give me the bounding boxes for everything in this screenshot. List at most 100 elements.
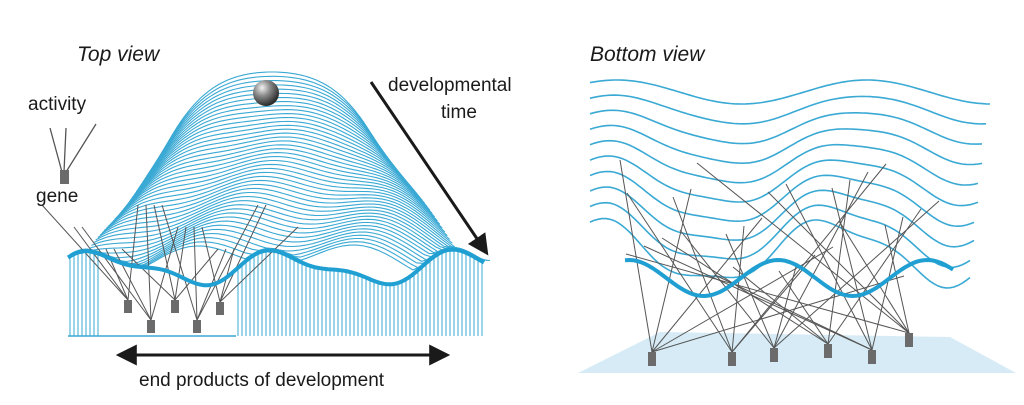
bottom-landscape-contours <box>589 79 991 289</box>
top-contour-line <box>91 204 466 251</box>
top-contour-line <box>159 75 385 158</box>
top-gene-icon <box>171 300 179 313</box>
top-gene-string <box>196 204 259 321</box>
top-gene-string <box>193 226 198 321</box>
top-contour-line <box>140 113 408 186</box>
top-contour-line <box>129 132 421 202</box>
top-contour-line <box>112 163 441 225</box>
top-gene-icon <box>193 320 201 333</box>
top-contour-line <box>87 212 471 254</box>
top-contour-line <box>110 167 443 229</box>
top-landscape-front-hatching <box>68 249 483 337</box>
top-gene-string <box>219 204 267 303</box>
bottom-gene-icon <box>824 344 832 358</box>
top-view-panel: Top view activity gene developmental tim… <box>28 43 512 391</box>
bottom-gene-string <box>773 171 869 349</box>
gene-label: gene <box>36 186 78 207</box>
bottom-view-panel: Bottom view <box>578 43 1016 373</box>
bottom-gene-icon <box>868 350 876 364</box>
top-contour-line <box>157 80 388 161</box>
top-gene-string <box>174 226 187 301</box>
bottom-gene-string <box>838 220 910 334</box>
bottom-gene-icon <box>770 348 778 362</box>
bottom-gene-string <box>643 245 873 351</box>
bottom-gene-string <box>725 233 775 349</box>
top-contour-line <box>127 136 423 205</box>
bottom-gene-string <box>651 275 905 353</box>
top-landscape-front-edge <box>66 247 485 288</box>
top-view-title: Top view <box>77 43 161 66</box>
bottom-gene-string <box>767 191 910 334</box>
bottom-contour-line <box>589 124 983 166</box>
bottom-gene-string <box>773 262 798 349</box>
bottom-contour-line <box>589 217 971 289</box>
bottom-gene-string <box>773 200 940 349</box>
bottom-gene-string <box>626 192 733 353</box>
top-gene-string <box>174 248 219 301</box>
top-contour-line <box>133 124 416 196</box>
top-contour-line <box>101 183 453 244</box>
top-contour-line <box>135 120 413 193</box>
top-contour-line <box>123 144 428 210</box>
bottom-gene-string <box>778 270 829 345</box>
top-contour-line <box>99 187 456 248</box>
bottom-gene-icon <box>648 352 656 366</box>
bottom-landscape-front-edge <box>624 257 955 299</box>
top-contour-line <box>95 195 460 250</box>
top-contour-line <box>93 200 463 250</box>
top-contour-line <box>106 175 448 237</box>
bottom-contour-line <box>589 139 979 186</box>
top-gene-string <box>219 226 299 303</box>
bottom-gene-string <box>714 274 873 351</box>
top-landscape-contours <box>69 71 491 271</box>
top-gene-string <box>127 204 139 301</box>
top-contour-line <box>144 105 403 180</box>
bottom-contour-line <box>589 79 991 105</box>
gene-legend-icon <box>60 170 69 184</box>
top-gene-string <box>201 226 221 303</box>
top-contour-line <box>103 179 451 240</box>
bottom-gene-string <box>884 224 910 334</box>
bottom-gene-icon <box>728 352 736 366</box>
gene-legend <box>49 123 97 184</box>
bottom-gene-string <box>651 246 834 353</box>
top-genes <box>124 300 224 333</box>
top-contour-line <box>120 148 431 213</box>
developmental-time-arrow <box>369 81 489 256</box>
top-gene-string <box>73 226 129 301</box>
top-contour-line <box>125 140 426 207</box>
developmental-time-label-line1: developmental <box>388 75 512 96</box>
bottom-gene-strings <box>619 159 940 353</box>
bottom-gene-string <box>696 162 910 334</box>
top-contour-line <box>161 71 383 155</box>
activity-label: activity <box>28 94 87 115</box>
top-contour-line <box>84 216 473 255</box>
bottom-gene-string <box>827 179 851 345</box>
bottom-gene-string <box>831 187 873 351</box>
bottom-contour-line <box>589 155 979 207</box>
bottom-gene-string <box>672 196 733 353</box>
bottom-gene-string <box>661 237 829 345</box>
top-gene-string <box>121 248 176 301</box>
bottom-gene-string <box>731 163 887 353</box>
bottom-gene-string <box>827 208 922 345</box>
top-gene-string <box>81 226 152 321</box>
bottom-gene-string <box>619 159 653 353</box>
top-contour-line <box>138 116 411 189</box>
top-contour-line <box>142 109 406 183</box>
bottom-gene-string <box>871 216 904 351</box>
bottom-gene-icon <box>905 333 913 347</box>
bottom-gene-string <box>651 188 692 353</box>
top-gene-icon <box>216 302 224 315</box>
end-products-label: end products of development <box>139 370 385 391</box>
top-contour-line <box>116 155 436 218</box>
top-contour-line <box>114 159 438 222</box>
top-contour-line <box>80 224 478 263</box>
top-contour-line <box>108 171 446 233</box>
top-contour-line <box>118 152 433 215</box>
bottom-gene-string <box>785 183 873 351</box>
top-gene-string <box>161 204 198 321</box>
bottom-contour-line <box>589 109 983 145</box>
top-gene-string <box>153 204 176 301</box>
